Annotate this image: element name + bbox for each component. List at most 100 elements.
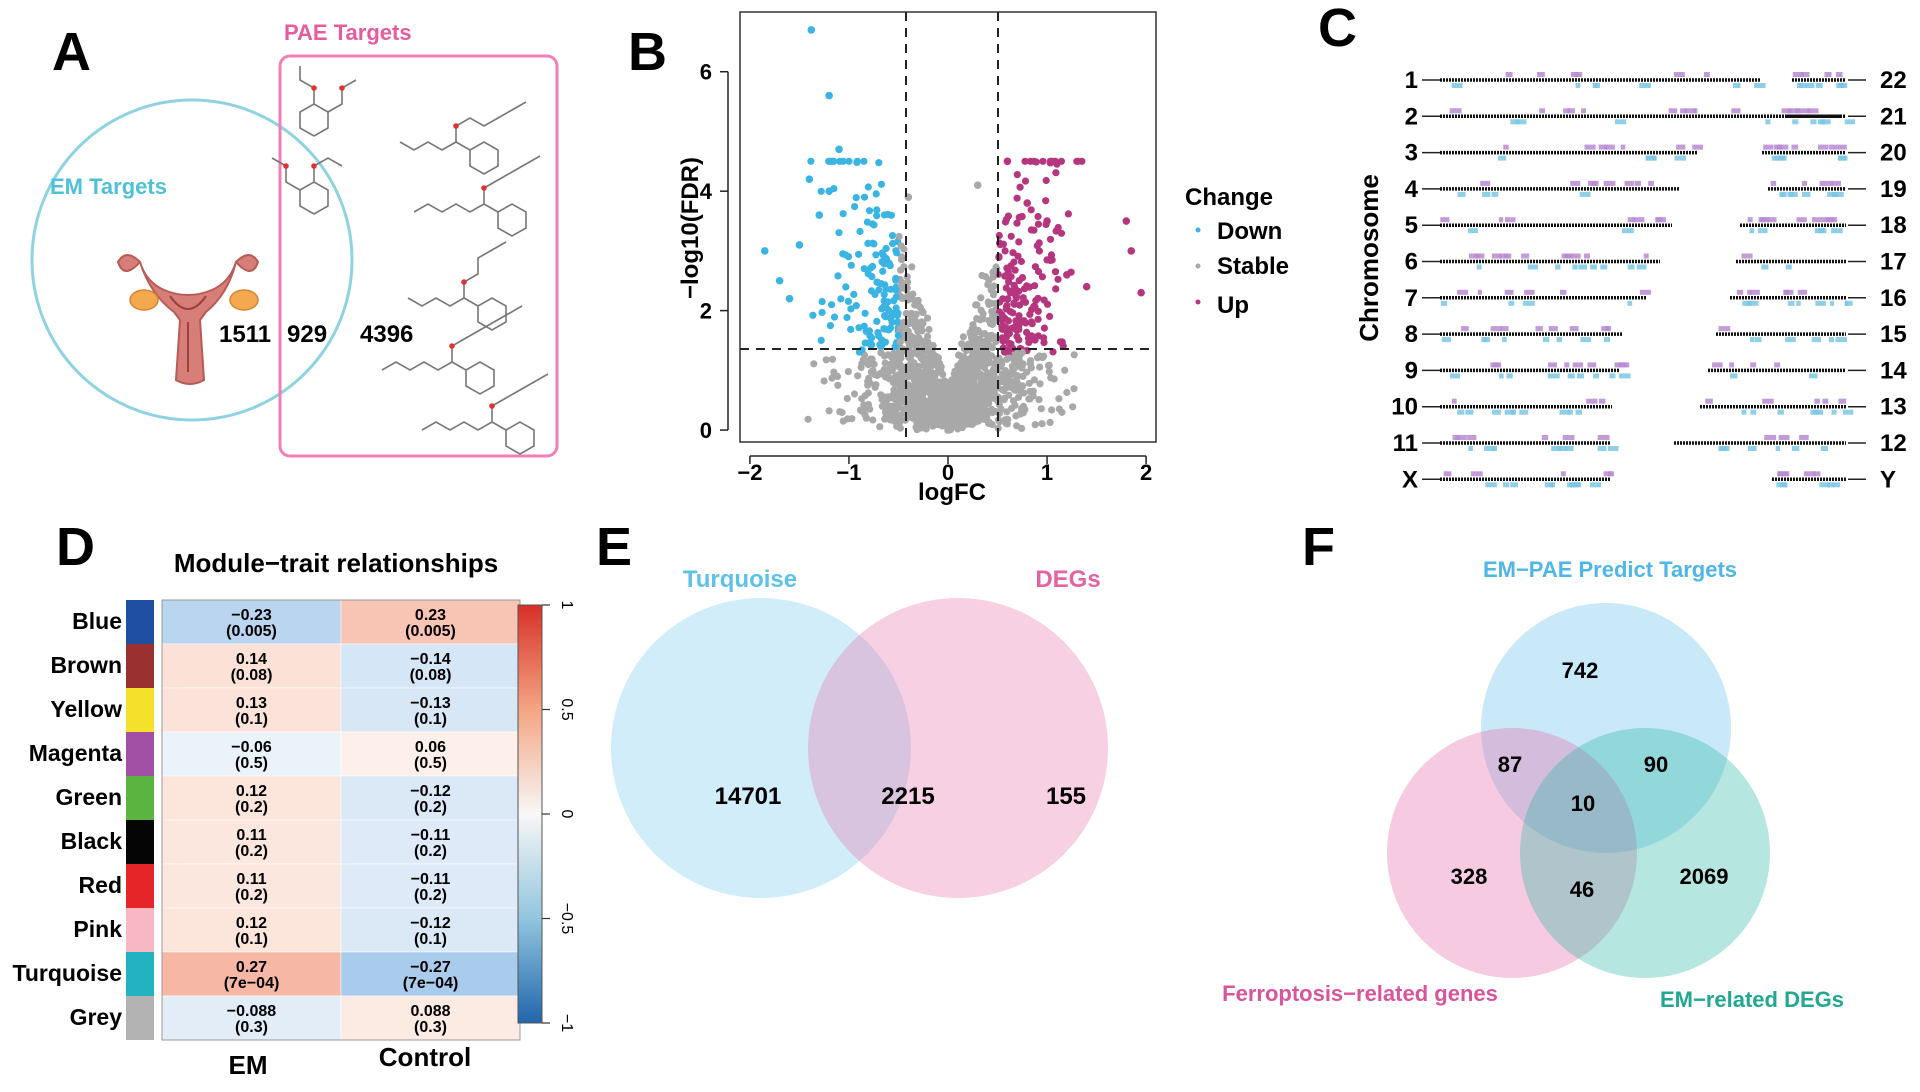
- volcano-point: [1038, 420, 1046, 428]
- venn-f-top-left-count: 87: [1498, 752, 1522, 777]
- chromosome-down-gene-mark: [1502, 337, 1507, 343]
- volcano-point: [968, 419, 976, 427]
- volcano-point: [941, 417, 950, 425]
- chromosome-down-gene-mark: [1810, 119, 1817, 125]
- chromosome-down-gene-mark: [1844, 300, 1853, 306]
- volcano-point-up: [1137, 288, 1145, 297]
- chromosome-right-label: 18: [1880, 212, 1907, 239]
- chromosome-up-gene-mark: [1624, 180, 1634, 186]
- chromosome-up-gene-mark: [1764, 435, 1777, 440]
- volcano-point: [995, 401, 1003, 409]
- chromosome-up-gene-mark: [1500, 326, 1509, 332]
- heatmap-colorbar: [517, 604, 543, 1024]
- volcano-x-tick-label: 2: [1140, 460, 1152, 485]
- volcano-point: [1014, 252, 1022, 260]
- heatmap-cell-control: [340, 687, 521, 733]
- chromosome-up-gene-mark: [1455, 435, 1467, 440]
- venn-f-top-circle: [1481, 603, 1731, 853]
- volcano-point: [894, 318, 902, 326]
- volcano-y-tick-label: 6: [700, 60, 712, 85]
- volcano-point: [956, 414, 964, 422]
- heatmap-pvalue-control: (0.005): [405, 623, 456, 640]
- module-color-swatch: [126, 864, 154, 908]
- chromosome-up-gene-mark: [1741, 253, 1753, 259]
- chromosome-up-gene-mark: [1795, 108, 1801, 114]
- venn-f-top-right-count: 90: [1644, 752, 1668, 777]
- chromosome-up-gene-mark: [1824, 72, 1832, 77]
- chromosome-down-gene-mark: [1844, 119, 1855, 125]
- chromosome-down-gene-mark: [1828, 337, 1835, 343]
- volcano-point: [932, 381, 940, 389]
- legend-stable: Stable: [1217, 253, 1289, 280]
- volcano-point: [869, 367, 877, 375]
- volcano-point: [1002, 419, 1010, 428]
- volcano-point: [988, 420, 996, 429]
- volcano-point: [861, 309, 869, 317]
- volcano-point: [1035, 239, 1043, 247]
- chromosome-down-gene-mark: [1593, 83, 1598, 88]
- heatmap-value-control: −0.12: [410, 783, 451, 800]
- chromosome-up-gene-mark: [1802, 180, 1808, 186]
- chromosome-down-gene-mark: [1557, 446, 1568, 451]
- volcano-point: [879, 267, 887, 275]
- volcano-point: [881, 408, 890, 416]
- volcano-point: [1042, 197, 1050, 205]
- chromosome-right-label: 14: [1880, 357, 1907, 384]
- chromosome-right-label: 15: [1880, 321, 1907, 348]
- volcano-point: [1002, 216, 1011, 224]
- volcano-point: [1016, 183, 1024, 191]
- volcano-point: [902, 309, 910, 318]
- chromosome-up-gene-mark: [1535, 326, 1543, 332]
- volcano-point-down: [760, 247, 769, 255]
- panel-e: E Turquoise DEGs 14701 2215 155: [596, 517, 1108, 898]
- volcano-point: [1051, 268, 1060, 276]
- volcano-point: [822, 356, 830, 364]
- volcano-plot-frame: [739, 11, 1157, 443]
- chromosome-down-gene-mark: [1799, 83, 1807, 88]
- chromosome-up-gene-mark: [1498, 217, 1504, 223]
- volcano-point: [858, 395, 866, 403]
- structure-2: [271, 157, 343, 215]
- volcano-point: [1056, 338, 1064, 346]
- heatmap-pvalue-control: (0.08): [410, 667, 452, 684]
- volcano-point: [850, 290, 858, 298]
- chromosome-down-gene-mark: [1785, 264, 1792, 270]
- chromosome-down-gene-mark: [1674, 155, 1687, 161]
- volcano-point: [896, 338, 904, 346]
- heatmap-cell-control: [340, 819, 521, 865]
- chromosome-down-gene-mark: [1627, 264, 1635, 270]
- chromosome-up-gene-mark: [1750, 362, 1757, 368]
- heatmap-cell-em: [161, 907, 342, 953]
- volcano-point: [844, 368, 852, 376]
- venn-f-left-label: Ferroptosis−related genes: [1222, 981, 1498, 1006]
- volcano-point: [888, 232, 897, 240]
- chromosome-up-gene-mark: [1783, 289, 1794, 295]
- chromosome-down-gene-mark: [1639, 83, 1651, 88]
- chromosome-down-gene-mark: [1543, 337, 1550, 343]
- panel-d: D Module−trait relationships Blue−0.23(0…: [13, 517, 575, 1080]
- module-name-label: Blue: [72, 608, 122, 634]
- module-name-label: Magenta: [29, 740, 123, 766]
- chromosome-down-gene-mark: [1485, 482, 1497, 488]
- volcano-point: [854, 372, 862, 380]
- volcano-point: [1011, 266, 1019, 274]
- heatmap-value-em: 0.12: [236, 915, 267, 932]
- heatmap-value-control: −0.11: [411, 871, 451, 888]
- chromosome-down-gene-mark: [1830, 300, 1835, 306]
- chromosome-up-gene-mark: [1776, 144, 1789, 150]
- volcano-point: [957, 371, 965, 379]
- volcano-point: [955, 365, 963, 373]
- volcano-point: [1009, 309, 1017, 317]
- pae-targets-box: [278, 54, 559, 458]
- volcano-point-down: [815, 211, 824, 219]
- volcano-point: [894, 331, 902, 340]
- volcano-point: [969, 404, 977, 412]
- venn-f-right-circle: [1520, 728, 1770, 978]
- volcano-point: [1070, 385, 1078, 393]
- chromosome-up-gene-mark: [1569, 326, 1579, 332]
- module-color-swatch: [126, 820, 154, 864]
- volcano-point-up: [1082, 282, 1091, 291]
- volcano-point: [844, 297, 853, 305]
- chromosome-up-gene-mark: [1603, 180, 1616, 186]
